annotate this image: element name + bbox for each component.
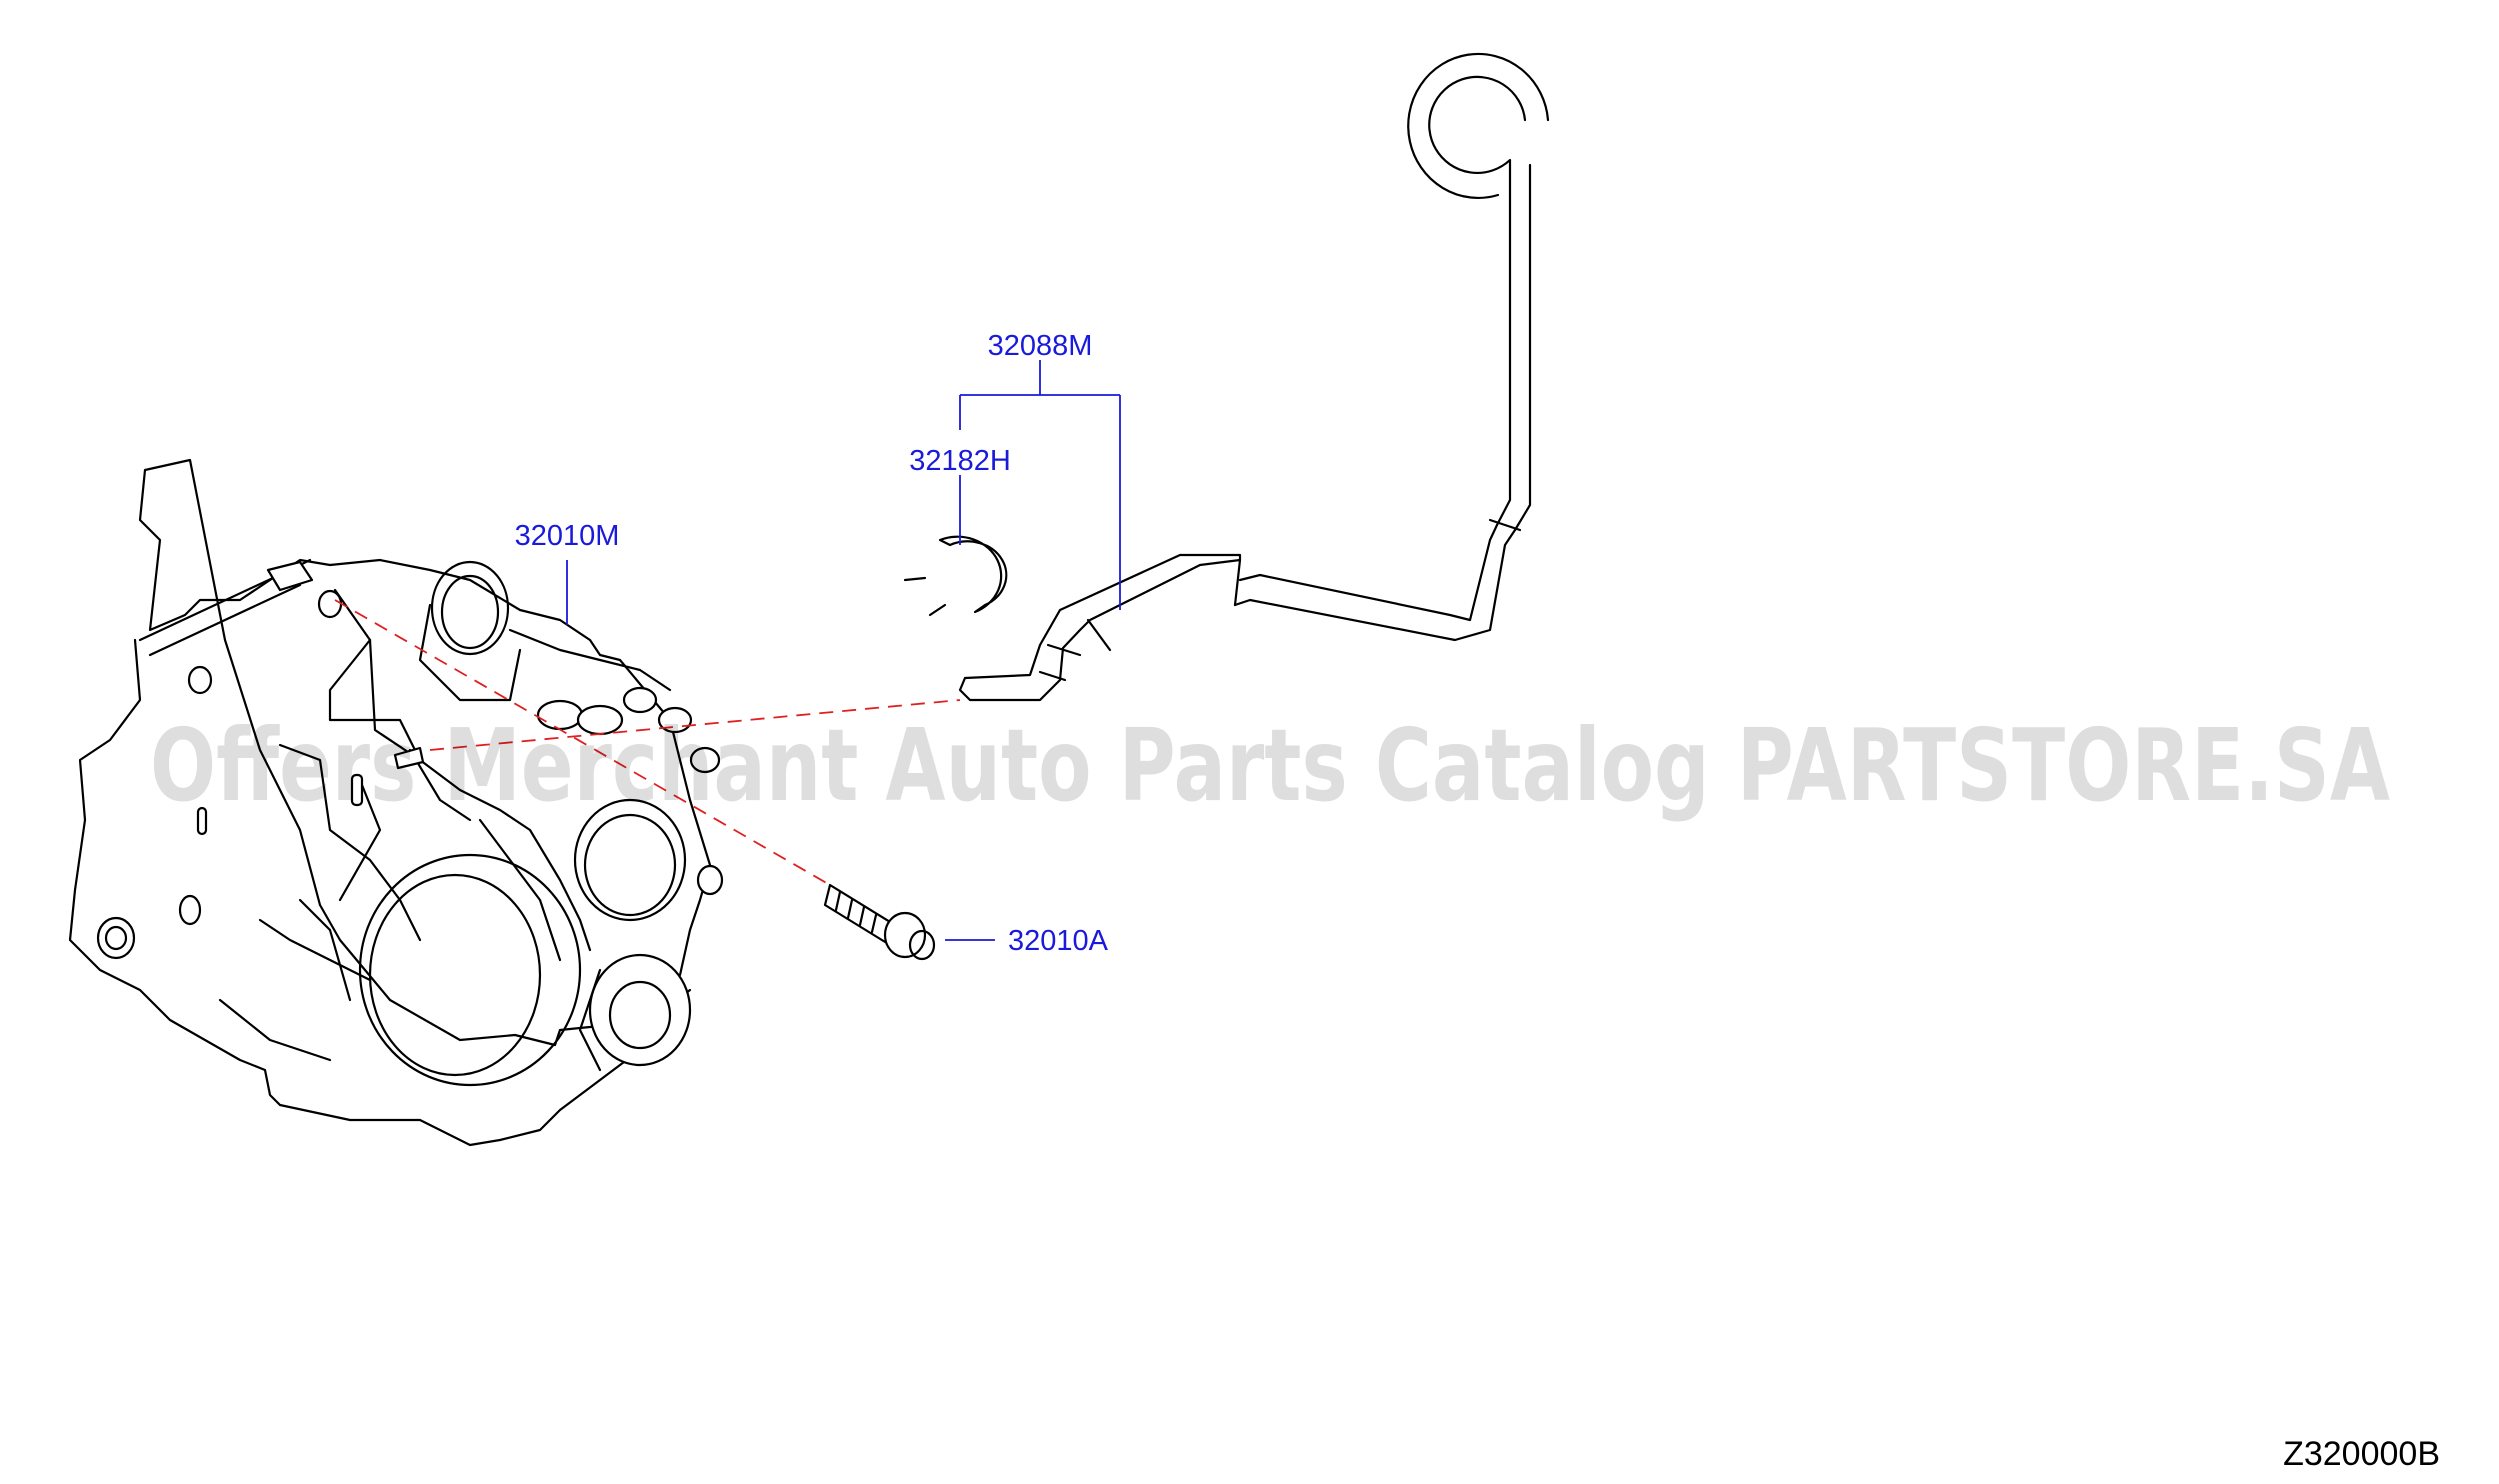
callout-32010A[interactable]: 32010A: [1008, 925, 1109, 957]
callout-32010M[interactable]: 32010M: [515, 520, 620, 552]
clip-drawing: [903, 535, 1008, 617]
breather-hose-drawing: [958, 52, 1550, 702]
installation-lines: [334, 599, 961, 886]
bolt-drawing: [823, 883, 936, 961]
callout-32182H[interactable]: 32182H: [909, 445, 1011, 477]
transfer-case-drawing: [68, 458, 724, 1147]
leader-lines: [566, 360, 1121, 941]
diagram-id: Z320000B: [2283, 1435, 2440, 1473]
watermark-text: Offers Merchant Auto Parts Catalog PARTS…: [150, 707, 2390, 824]
callout-32088M[interactable]: 32088M: [988, 330, 1093, 362]
